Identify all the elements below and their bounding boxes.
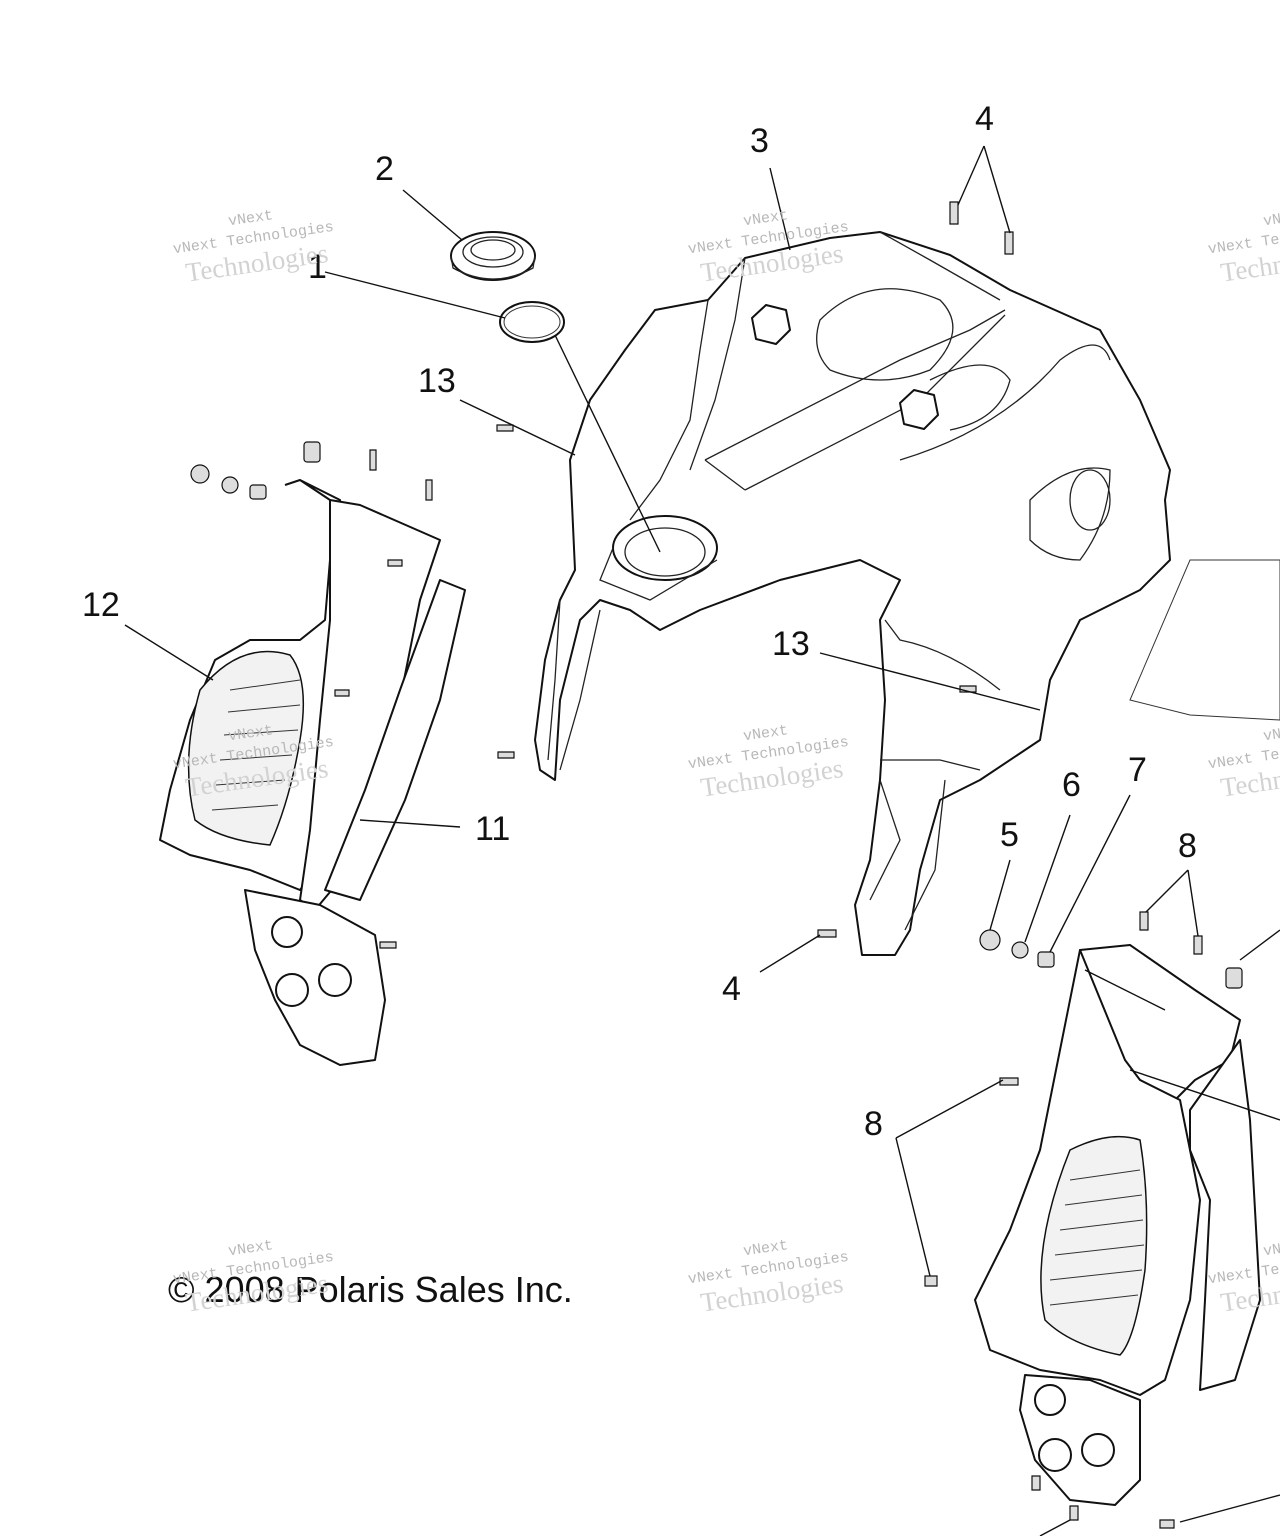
fuel-tank-cover [534, 231, 1280, 956]
callout-4-top: 4 [975, 100, 994, 138]
callout-11: 11 [475, 810, 510, 848]
svg-text:vNext: vNext [227, 1237, 274, 1260]
watermark-mid-right: vNext vNext Technologies Technologies [1207, 722, 1280, 802]
callout-8-top: 8 [1178, 827, 1197, 865]
watermark-bottom-right: vNext vNext Technologies Technologies [1207, 1237, 1280, 1317]
callout-labels: 1 2 3 4 4 5 6 7 8 8 11 12 13 13 [82, 100, 1197, 1143]
watermark-bottom-center: vNext vNext Technologies Technologies [687, 1237, 850, 1317]
right-side-panel [974, 944, 1261, 1506]
callout-5: 5 [1000, 816, 1019, 854]
callout-1: 1 [308, 248, 327, 286]
callout-7: 7 [1128, 751, 1147, 789]
svg-text:vNext: vNext [1262, 207, 1280, 230]
callout-8-mid: 8 [864, 1105, 883, 1143]
svg-text:vNext: vNext [742, 1237, 789, 1260]
callout-13-top: 13 [418, 362, 456, 400]
callout-12: 12 [82, 586, 120, 624]
svg-text:vNext: vNext [742, 207, 789, 230]
o-ring-seal [499, 301, 565, 343]
svg-text:vNext: vNext [1262, 722, 1280, 745]
watermark-top-right: vNext vNext Technologies Technologies [1207, 207, 1280, 287]
svg-text:vNext: vNext [1262, 1237, 1280, 1260]
leader-lines [124, 145, 1280, 1536]
fuel-cap-ring [450, 231, 536, 281]
copyright-notice: © 2008 Polaris Sales Inc. [168, 1269, 573, 1310]
svg-text:vNext: vNext [227, 207, 274, 230]
callout-3: 3 [750, 122, 769, 160]
svg-text:vNext: vNext [227, 722, 274, 745]
callout-2: 2 [375, 150, 394, 188]
watermark-mid-center: vNext vNext Technologies Technologies [687, 722, 850, 802]
screw-hardware [190, 201, 1243, 1529]
callout-4-bottom: 4 [722, 970, 741, 1008]
callout-6: 6 [1062, 766, 1081, 804]
callout-13-mid: 13 [772, 625, 810, 663]
svg-text:vNext: vNext [742, 722, 789, 745]
